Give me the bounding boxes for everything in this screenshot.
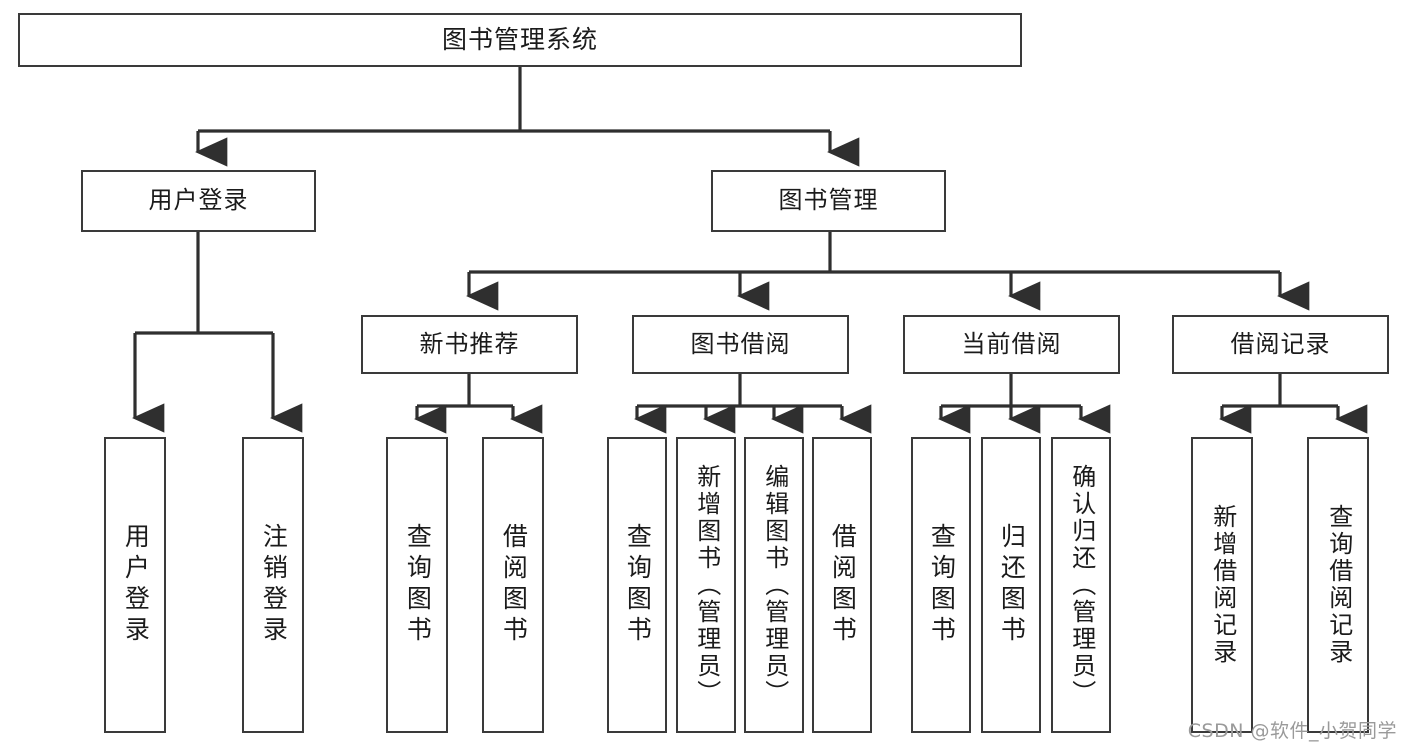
- leaf-query-book-borrow[interactable]: 查询图书: [607, 437, 667, 733]
- leaf-return-book[interactable]: 归还图书: [981, 437, 1041, 733]
- node-root-system[interactable]: 图书管理系统: [18, 13, 1022, 67]
- node-current-borrow[interactable]: 当前借阅: [903, 315, 1120, 374]
- leaf-borrow-book-recommend[interactable]: 借阅图书: [482, 437, 544, 733]
- watermark-text: CSDN @软件_小贺同学: [1187, 720, 1397, 742]
- leaf-query-book-recommend[interactable]: 查询图书: [386, 437, 448, 733]
- node-borrow-record[interactable]: 借阅记录: [1172, 315, 1389, 374]
- leaf-logout-login[interactable]: 注销登录: [242, 437, 304, 733]
- leaf-borrow-book[interactable]: 借阅图书: [812, 437, 872, 733]
- leaf-query-borrow-record[interactable]: 查询借阅记录: [1307, 437, 1369, 733]
- node-book-borrow[interactable]: 图书借阅: [632, 315, 849, 374]
- node-new-book-recommend[interactable]: 新书推荐: [361, 315, 578, 374]
- leaf-add-book-admin[interactable]: 新增图书（管理员）: [676, 437, 736, 733]
- leaf-edit-book-admin[interactable]: 编辑图书（管理员）: [744, 437, 804, 733]
- leaf-user-login[interactable]: 用户登录: [104, 437, 166, 733]
- node-book-management[interactable]: 图书管理: [711, 170, 946, 232]
- leaf-add-borrow-record[interactable]: 新增借阅记录: [1191, 437, 1253, 733]
- leaf-query-book-current[interactable]: 查询图书: [911, 437, 971, 733]
- leaf-confirm-return-admin[interactable]: 确认归还（管理员）: [1051, 437, 1111, 733]
- node-user-login[interactable]: 用户登录: [81, 170, 316, 232]
